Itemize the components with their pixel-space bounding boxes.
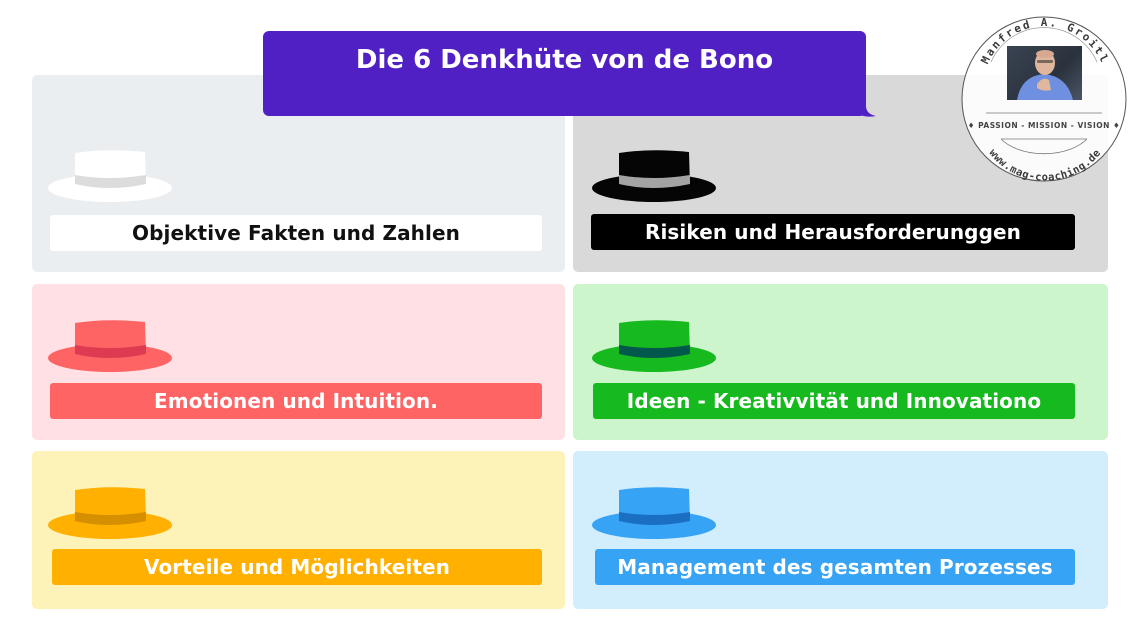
page-title: Die 6 Denkhüte von de Bono — [263, 31, 866, 116]
page-title-text: Die 6 Denkhüte von de Bono — [355, 45, 774, 75]
portrait-photo — [1007, 46, 1082, 100]
black-hat-label: Risiken und Herausforderunggen — [591, 214, 1075, 250]
green-hat-icon — [592, 320, 716, 372]
red-hat-panel: Emotionen und Intuition. — [32, 284, 565, 440]
person-portrait-icon — [1017, 50, 1073, 100]
speech-bubble-tail — [858, 106, 876, 117]
black-hat-icon — [592, 150, 716, 202]
blue-hat-label: Management des gesamten Prozesses — [595, 549, 1075, 585]
yellow-hat-icon — [48, 487, 172, 539]
white-hat-label: Objektive Fakten und Zahlen — [50, 215, 542, 251]
green-hat-panel: Ideen - Kreativvität und Innovationo — [573, 284, 1108, 440]
blue-hat-icon — [592, 487, 716, 539]
logo-tagline: ♦ PASSION - MISSION - VISION ♦ — [968, 121, 1120, 130]
red-hat-label: Emotionen und Intuition. — [50, 383, 542, 419]
white-hat-icon — [48, 150, 172, 202]
yellow-hat-panel: Vorteile und Möglichkeiten — [32, 451, 565, 609]
green-hat-label: Ideen - Kreativvität und Innovationo — [593, 383, 1075, 419]
blue-hat-panel: Management des gesamten Prozesses — [573, 451, 1108, 609]
yellow-hat-label: Vorteile und Möglichkeiten — [52, 549, 542, 585]
red-hat-icon — [48, 320, 172, 372]
